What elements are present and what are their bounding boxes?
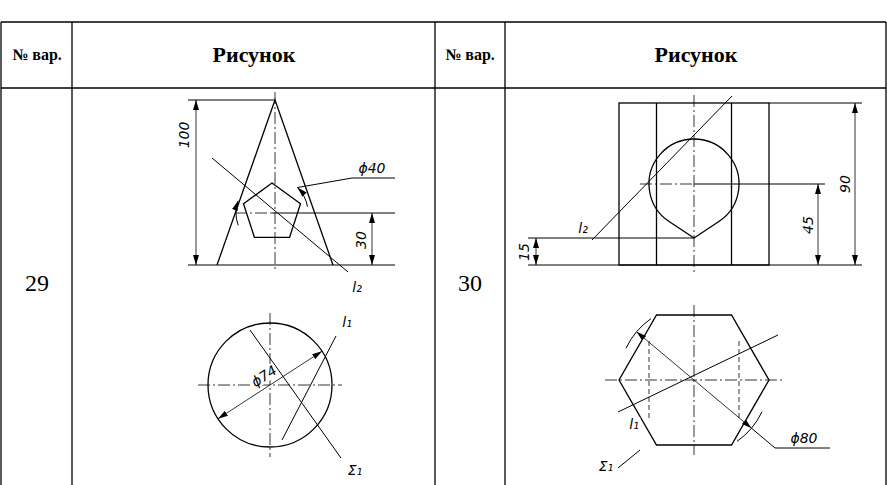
- prism-front-view: [528, 95, 862, 272]
- plane-name: Σ₁: [598, 459, 614, 473]
- variant-number: 30: [458, 271, 482, 295]
- axis-line: [640, 184, 694, 185]
- hidden-line: [739, 341, 740, 419]
- dimension-line: [818, 184, 819, 265]
- dimension-text: 100: [177, 121, 191, 150]
- base-line: [188, 265, 395, 266]
- column-header: № вар.: [440, 46, 500, 64]
- line-l1: [618, 335, 778, 412]
- dimension-arc: [737, 412, 762, 442]
- dimension-arc: [236, 201, 238, 226]
- dimension-text: ϕ74: [248, 362, 280, 390]
- axis-line: [275, 92, 276, 272]
- variant-number: 29: [25, 271, 49, 295]
- dimension-text: 30: [354, 230, 368, 250]
- dimension-text: 45: [801, 215, 815, 235]
- line-name: l₁: [628, 417, 640, 431]
- extension-line: [769, 103, 862, 104]
- cone-front-view: [188, 92, 395, 272]
- extension-line: [272, 213, 395, 214]
- dimension-arc: [298, 188, 308, 207]
- dimension-line: [372, 213, 373, 265]
- dimension-text: 90: [838, 174, 852, 194]
- table-grid: [1, 22, 886, 485]
- dimension-line: [196, 100, 197, 265]
- extension-line: [188, 100, 275, 101]
- dimension-line: [536, 238, 537, 265]
- leader-line: [752, 428, 831, 448]
- column-header: № вар.: [7, 46, 67, 64]
- line-l2: [592, 96, 732, 240]
- table-line: [0, 22, 1, 485]
- plane-trace: [618, 450, 640, 468]
- hole-outline: [649, 139, 739, 238]
- table-line: [71, 22, 72, 485]
- line-name: l₂: [351, 280, 363, 294]
- column-header: Рисунок: [655, 44, 738, 66]
- table-line: [1, 21, 886, 22]
- line-name: l₂: [577, 221, 589, 235]
- dimension-line: [637, 332, 752, 428]
- line-l2: [212, 158, 348, 272]
- dimension-arc: [626, 319, 651, 349]
- line-l1: [282, 336, 336, 440]
- table-line: [1, 87, 886, 88]
- extension-line: [528, 265, 862, 266]
- table-line: [434, 22, 435, 485]
- extension-line: [528, 238, 694, 239]
- cone-top-view: [198, 313, 342, 458]
- axis-line: [235, 213, 272, 214]
- column-header: Рисунок: [213, 44, 296, 66]
- prism-top-view: [605, 305, 830, 468]
- line-name: l₁: [341, 315, 353, 329]
- table-line: [504, 22, 505, 485]
- plane-trace: [250, 330, 341, 458]
- dimension-text: ϕ40: [357, 161, 386, 175]
- dimension-line: [855, 103, 856, 265]
- dimension-text: ϕ80: [789, 431, 818, 445]
- leader-line: [298, 178, 396, 188]
- table-line: [885, 22, 886, 485]
- extension-line: [694, 184, 825, 185]
- dimension-text: 15: [517, 242, 531, 262]
- plane-name: Σ₁: [347, 463, 363, 477]
